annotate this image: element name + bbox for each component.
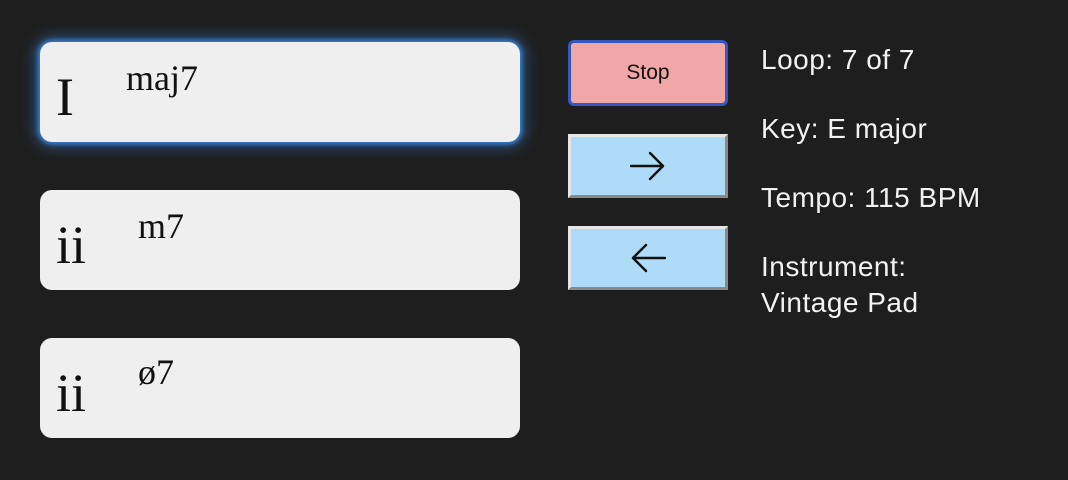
tempo-status: Tempo: 115 BPM bbox=[761, 182, 981, 213]
chord-card-2[interactable]: ii m7 bbox=[40, 190, 520, 290]
key-status: Key: E major bbox=[761, 113, 928, 144]
chord-quality: maj7 bbox=[126, 58, 198, 98]
previous-button[interactable] bbox=[568, 226, 728, 290]
chord-quality: m7 bbox=[138, 206, 185, 246]
chord-card-1[interactable]: I maj7 bbox=[40, 42, 520, 142]
chord-root: ii bbox=[56, 215, 87, 275]
chord-root: I bbox=[56, 67, 74, 127]
chord-quality: ø7 bbox=[138, 352, 174, 392]
arrow-left-icon bbox=[628, 242, 668, 274]
stop-button[interactable]: Stop bbox=[568, 40, 728, 106]
arrow-right-icon bbox=[628, 150, 668, 182]
chord-root: ii bbox=[56, 363, 87, 423]
chord-card-3[interactable]: ii ø7 bbox=[40, 338, 520, 438]
loop-status: Loop: 7 of 7 bbox=[761, 44, 915, 75]
instrument-value: Vintage Pad bbox=[761, 287, 919, 318]
instrument-label: Instrument: bbox=[761, 251, 907, 282]
next-button[interactable] bbox=[568, 134, 728, 198]
